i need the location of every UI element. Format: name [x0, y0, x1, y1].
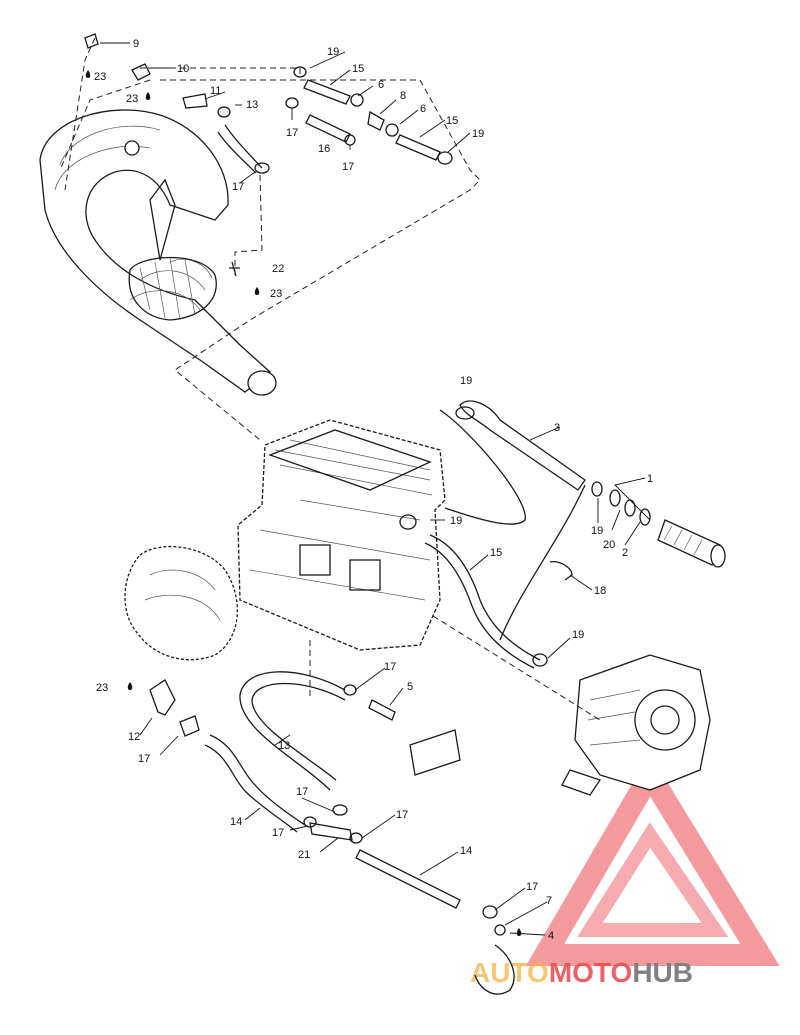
callout-label: 8	[400, 90, 406, 102]
callout-label: 17	[342, 161, 354, 173]
assembly-lines	[59, 37, 601, 721]
logo-text-auto: AUTO	[470, 957, 549, 988]
callout-label: 21	[298, 849, 310, 861]
drain-hose-set	[439, 400, 726, 641]
sealant-drops	[85, 70, 522, 936]
drop-icon	[85, 70, 91, 78]
callout-label: 23	[126, 93, 138, 105]
callout-label: 7	[546, 895, 552, 907]
logo-text-hub: HUB	[632, 957, 693, 988]
callout-label: 23	[96, 682, 108, 694]
callout-label: 17	[396, 809, 408, 821]
callout-label: 19	[460, 375, 472, 387]
logo-triangle-outer	[525, 753, 780, 966]
callout-label: 19	[591, 525, 603, 537]
drop-icon	[145, 92, 151, 100]
callout-label: 17	[138, 753, 150, 765]
callout-label: 10	[177, 63, 189, 75]
callout-label: 19	[472, 128, 484, 140]
jet-pump	[561, 654, 711, 796]
callout-label: 17	[526, 881, 538, 893]
callout-label: 17	[286, 127, 298, 139]
callout-label: 13	[278, 740, 290, 752]
callout-label: 23	[94, 71, 106, 83]
engine-block	[237, 419, 446, 651]
callout-label: 6	[378, 79, 384, 91]
callout-label: 9	[133, 38, 139, 50]
callout-label: 12	[128, 731, 140, 743]
logo-text-moto: MOTO	[549, 957, 632, 988]
callout-label: 1	[647, 473, 653, 485]
logo-triangle-inner	[577, 822, 729, 937]
logo-text: AUTOMOTOHUB	[470, 957, 693, 988]
drop-icon	[254, 287, 260, 295]
drop-icon	[127, 682, 133, 690]
callout-label: 17	[296, 786, 308, 798]
callout-label: 23	[270, 288, 282, 300]
callout-label: 20	[603, 539, 615, 551]
leader-lines	[100, 42, 651, 936]
lower-hose-set	[149, 671, 515, 995]
manifold-outlet-ring	[247, 370, 277, 396]
drop-icon	[516, 928, 522, 936]
exhaust-pipe-outline	[124, 545, 238, 661]
manifold-port	[124, 140, 140, 156]
callout-label: 15	[446, 115, 458, 127]
watermark-logo: AUTOMOTOHUB	[470, 753, 780, 988]
callout-label: 16	[318, 143, 330, 155]
callout-label: 19	[572, 629, 584, 641]
callout-label: 19	[450, 515, 462, 527]
callout-label: 19	[327, 46, 339, 58]
hose-15-lower	[399, 514, 573, 669]
callout-label: 13	[246, 99, 258, 111]
callout-label: 4	[548, 930, 554, 942]
callout-label: 17	[232, 181, 244, 193]
callout-label: 11	[210, 85, 221, 97]
callout-label: 5	[407, 681, 413, 693]
callout-label: 6	[420, 103, 426, 115]
callout-label: 3	[554, 422, 560, 434]
callout-label: 17	[272, 827, 284, 839]
callout-labels: 9 23 10 23 11 13 17 17 22 23 19 15 6 8 6…	[94, 38, 653, 942]
callout-label: 15	[352, 63, 364, 75]
callout-label: 22	[272, 263, 284, 275]
callout-label: 15	[490, 547, 502, 559]
callout-label: 2	[622, 547, 628, 559]
exhaust-manifold	[39, 109, 277, 396]
upper-hose-set	[84, 33, 453, 277]
callout-label: 17	[384, 661, 396, 673]
callout-label: 18	[594, 585, 606, 597]
callout-label: 14	[230, 816, 242, 828]
callout-label: 14	[460, 845, 472, 857]
